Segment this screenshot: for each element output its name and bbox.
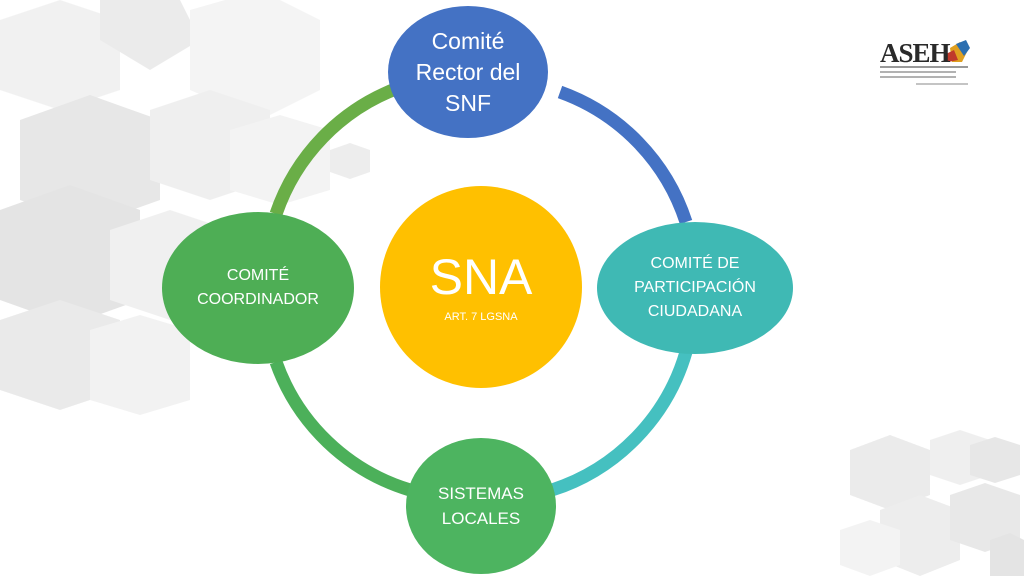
arc-top-right — [557, 85, 693, 225]
node-comite-participacion: COMITÉ DE PARTICIPACIÓN CIUDADANA — [597, 222, 793, 354]
node-comite-coordinador-label: COMITÉ COORDINADOR — [197, 267, 319, 308]
node-comite-participacion-label: COMITÉ DE PARTICIPACIÓN CIUDADANA — [634, 255, 756, 320]
center-subtitle: ART. 7 LGSNA — [444, 311, 518, 323]
logo-text: ASEH — [880, 38, 951, 68]
node-center-sna: SNA ART. 7 LGSNA — [380, 186, 582, 388]
node-comite-coordinador: COMITÉ COORDINADOR — [162, 212, 354, 364]
node-comite-rector: Comité Rector del SNF — [388, 6, 548, 138]
aseh-logo — [880, 40, 970, 85]
node-sistemas-locales-label: SISTEMAS LOCALES — [438, 484, 524, 528]
node-sistemas-locales: SISTEMAS LOCALES — [406, 438, 556, 574]
arc-left-top — [269, 81, 401, 217]
arc-bottom-left — [269, 359, 412, 497]
node-comite-rector-label: Comité Rector del SNF — [415, 27, 521, 116]
arc-right-bottom — [550, 350, 693, 497]
center-title: SNA — [429, 249, 533, 305]
